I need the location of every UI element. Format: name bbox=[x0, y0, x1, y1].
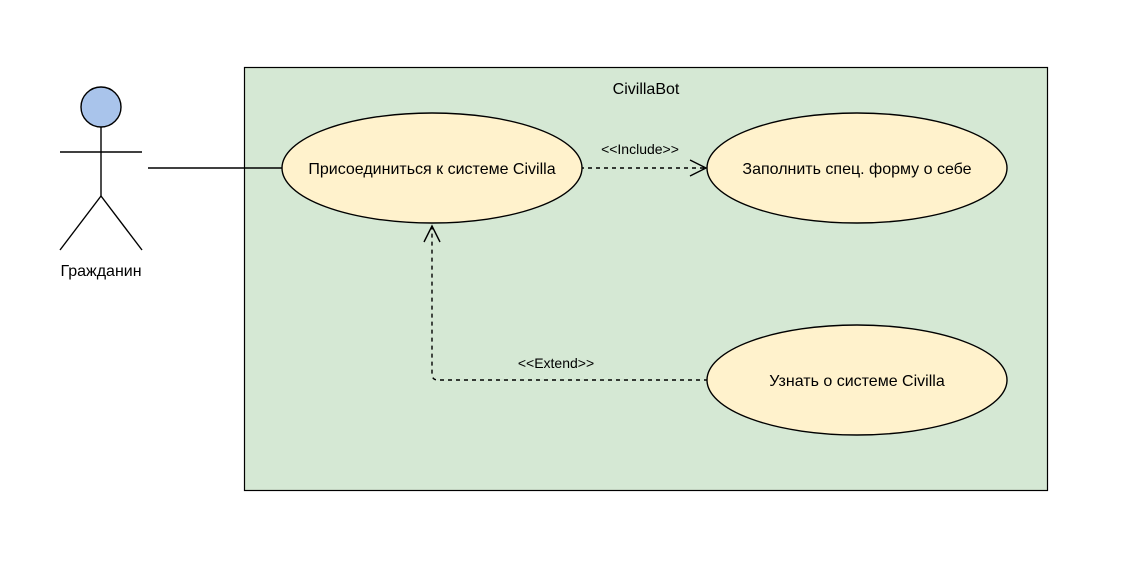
actor-figure bbox=[59, 86, 143, 251]
include-label: <<Include>> bbox=[601, 141, 679, 157]
extend-arrow-head bbox=[423, 224, 441, 243]
system-title: CivillaBot bbox=[613, 81, 680, 98]
extend-label: <<Extend>> bbox=[518, 355, 594, 371]
extend-arrow-line-path bbox=[431, 226, 708, 381]
use-case-join[interactable] bbox=[281, 112, 583, 224]
use-case-fill-form-label: Заполнить спец. форму о себе bbox=[742, 161, 971, 178]
use-case-learn[interactable] bbox=[706, 324, 1008, 436]
include-arrow-head bbox=[689, 159, 708, 177]
actor-left-leg bbox=[59, 195, 102, 251]
use-case-fill-form[interactable] bbox=[706, 112, 1008, 224]
actor-head bbox=[80, 86, 122, 128]
use-case-learn-label: Узнать о системе Civilla bbox=[769, 373, 945, 390]
actor-label: Гражданин bbox=[60, 263, 141, 280]
use-case-join-label: Присоединиться к системе Civilla bbox=[308, 161, 555, 178]
actor-right-leg bbox=[100, 195, 143, 251]
